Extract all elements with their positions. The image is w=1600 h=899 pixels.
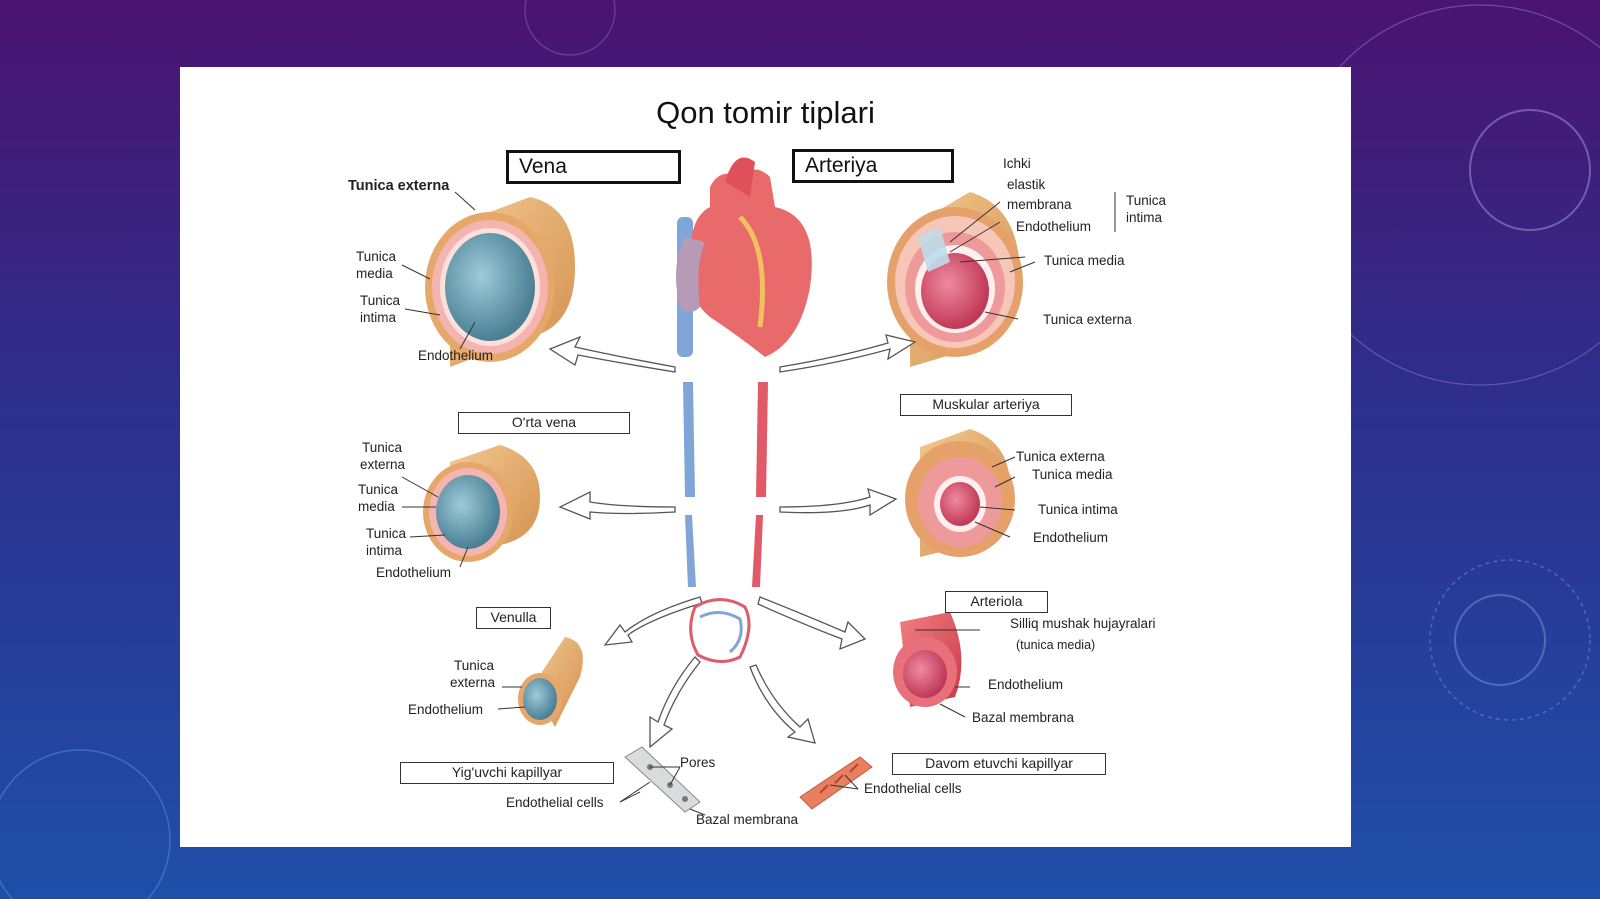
muskular-tunica-externa-label: Tunica externa: [1016, 449, 1105, 464]
muskular-tunica-intima-label: Tunica intima: [1038, 502, 1118, 517]
arteriya-tunica-media-label: Tunica media: [1044, 253, 1125, 268]
capillary-pores-label: Pores: [680, 755, 716, 770]
venulla-illustration: [518, 637, 583, 727]
capillary-endothelial-right-label: Endothelial cells: [864, 781, 962, 796]
slide-title: Qon tomir tiplari: [656, 95, 875, 130]
vena-box: Vena: [506, 150, 681, 184]
orta-vena-intima-label-1: Tunica: [366, 526, 407, 541]
yiguvchi-kapillyar-box: Yig'uvchi kapillyar: [400, 762, 614, 784]
davom-etuvchi-kapillyar-illustration: [799, 756, 873, 810]
orta-vena-media-label-1: Tunica: [358, 482, 399, 497]
arteriya-ichki-label-1: Ichki: [1003, 156, 1031, 171]
muskular-arteriya-box: Muskular arteriya: [900, 394, 1072, 416]
orta-vena-intima-label-2: intima: [366, 543, 403, 558]
arteriola-endothelium-label: Endothelium: [988, 677, 1064, 692]
orta-vena-media-label-2: media: [358, 499, 395, 514]
vena-tunica-intima-label-2: intima: [360, 310, 397, 325]
arteriya-endothelium-label: Endothelium: [1016, 219, 1092, 234]
central-vessels: [683, 382, 768, 663]
orta-vena-illustration: [423, 445, 540, 562]
slide-card: Qon tomir tiplari: [180, 67, 1351, 847]
vena-tunica-media-label-2: media: [356, 266, 393, 281]
vena-tunica-media-label-1: Tunica: [356, 249, 397, 264]
arteriya-box: Arteriya: [792, 149, 954, 183]
muskular-arteriya-illustration: [905, 429, 1015, 557]
flow-arrows: [548, 334, 917, 749]
venulla-externa-label-2: externa: [450, 675, 496, 690]
vena-endothelium-label: Endothelium: [418, 348, 494, 363]
arteriya-tunica-externa-label: Tunica externa: [1043, 312, 1132, 327]
muskular-tunica-media-label: Tunica media: [1032, 467, 1113, 482]
heart-illustration: [676, 157, 812, 357]
arteriola-illustration: [893, 612, 962, 707]
orta-vena-endothelium-label: Endothelium: [376, 565, 452, 580]
arteriya-tunica-intima-label-1: Tunica: [1126, 193, 1167, 208]
davom-etuvchi-kapillyar-box: Davom etuvchi kapillyar: [892, 753, 1106, 775]
leader-lines: [401, 191, 1116, 816]
vena-tunica-intima-label-1: Tunica: [360, 293, 401, 308]
orta-vena-externa-label-1: Tunica: [362, 440, 403, 455]
vena-illustration: [425, 197, 575, 367]
arteriola-silliq-label-1: Silliq mushak hujayralari: [1010, 616, 1156, 631]
arteriya-ichki-label-3: membrana: [1007, 197, 1072, 212]
capillary-bazal-label: Bazal membrana: [696, 812, 799, 827]
capillary-endothelial-left-label: Endothelial cells: [506, 795, 604, 810]
arteriya-illustration: [887, 192, 1023, 367]
orta-vena-box: O'rta vena: [458, 412, 630, 434]
arteriya-ichki-label-2: elastik: [1007, 177, 1046, 192]
venulla-box: Venulla: [476, 607, 551, 629]
vena-tunica-externa-label: Tunica externa: [348, 178, 450, 194]
arteriola-silliq-label-2: (tunica media): [1016, 638, 1096, 652]
vessel-diagram: [401, 157, 1116, 816]
venulla-externa-label-1: Tunica: [454, 658, 495, 673]
muskular-endothelium-label: Endothelium: [1033, 530, 1109, 545]
arteriya-tunica-intima-label-2: intima: [1126, 210, 1163, 225]
arteriola-box: Arteriola: [945, 591, 1048, 613]
orta-vena-externa-label-2: externa: [360, 457, 406, 472]
venulla-endothelium-label: Endothelium: [408, 702, 484, 717]
arteriola-bazal-label: Bazal membrana: [972, 710, 1075, 725]
